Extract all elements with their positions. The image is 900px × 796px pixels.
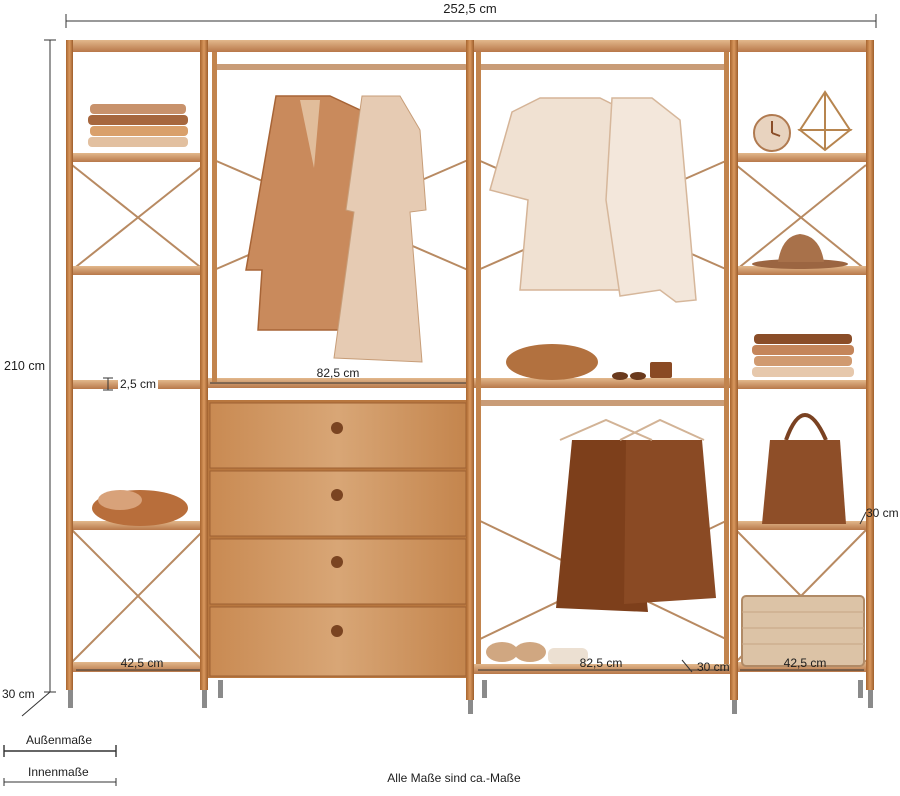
sunglasses-and-camera — [612, 362, 672, 380]
shelf — [736, 380, 868, 389]
folded-clothes-stack-right — [752, 334, 854, 377]
frame-posts — [66, 40, 874, 700]
side-shelf-right-label: 42,5 cm — [783, 656, 827, 670]
post — [866, 40, 874, 690]
drawer-front — [209, 402, 467, 469]
hanging-rails — [214, 64, 728, 406]
post — [200, 40, 208, 690]
height-label: 210 cm — [4, 359, 45, 373]
shelf — [736, 153, 868, 162]
white-shirt — [605, 97, 697, 303]
dim-depth-right-line — [859, 511, 867, 525]
foot — [858, 680, 863, 698]
folded-clothes-stack-left — [88, 104, 188, 147]
foot — [202, 690, 207, 708]
depth-inner-label: 30 cm — [697, 660, 730, 674]
drawer-front — [209, 470, 467, 537]
hanging-rail-right-middle — [478, 400, 728, 406]
hanging-rail-left — [214, 64, 468, 70]
geometric-lantern — [797, 90, 853, 152]
shoes — [486, 642, 588, 664]
post — [724, 52, 729, 664]
skirt-right — [624, 440, 716, 604]
top-board-right — [734, 40, 874, 52]
depth-right-side-label: 30 cm — [866, 506, 899, 520]
feet — [68, 680, 873, 714]
shelf — [474, 378, 732, 388]
drawer-knob — [331, 556, 343, 568]
drawer-knob — [331, 489, 343, 501]
post — [466, 40, 474, 700]
board-thickness-label: 2,5 cm — [118, 377, 159, 391]
drawer-front — [209, 606, 467, 677]
top-board-left — [66, 40, 206, 52]
dim-depth-inner-line — [681, 659, 693, 673]
top-boards — [66, 40, 874, 52]
legend-lines — [3, 745, 117, 786]
shelf — [72, 153, 204, 162]
foot — [482, 680, 487, 698]
side-shelf-left-label: 42,5 cm — [120, 656, 164, 670]
brace — [71, 529, 205, 663]
shelf — [72, 662, 204, 672]
long-shirt-dress — [333, 95, 427, 363]
shelf — [72, 266, 204, 275]
brace — [71, 164, 205, 271]
post — [476, 52, 481, 664]
post — [730, 40, 738, 700]
foot — [68, 690, 73, 708]
middle-width-left-label: 82,5 cm — [316, 366, 360, 380]
legend-outer-label: Außenmaße — [26, 733, 93, 747]
shelf — [736, 266, 868, 275]
drawer-front — [209, 538, 467, 605]
hanging-rail-right-top — [478, 64, 728, 70]
foot — [468, 700, 473, 714]
alarm-clock — [753, 114, 791, 152]
foot — [868, 690, 873, 708]
dim-depth-line — [21, 691, 51, 717]
post — [66, 40, 73, 690]
post — [212, 52, 217, 382]
hat — [752, 234, 848, 269]
drawer-unit — [208, 400, 468, 678]
trousers-hanger — [559, 418, 705, 441]
drawer-knob — [331, 422, 343, 434]
depth-outer-label: 30 cm — [2, 687, 35, 701]
scarf-bundle-left — [92, 490, 188, 526]
tote-bag — [762, 413, 846, 524]
folded-scarf-middle — [506, 344, 598, 380]
shelf — [736, 521, 868, 530]
brace — [735, 164, 867, 271]
middle-width-right-label: 82,5 cm — [579, 656, 623, 670]
drawer-knob — [331, 625, 343, 637]
foot — [218, 680, 223, 698]
shelf — [474, 664, 732, 674]
foot — [732, 700, 737, 714]
total-width-label: 252,5 cm — [441, 1, 499, 16]
footnote: Alle Maße sind ca.-Maße — [387, 771, 521, 785]
woven-basket — [741, 595, 865, 667]
top-board-middle-left — [206, 40, 472, 52]
top-board-middle-right — [472, 40, 734, 52]
dimension-lines — [21, 14, 877, 717]
legend-inner-label: Innenmaße — [28, 765, 89, 779]
